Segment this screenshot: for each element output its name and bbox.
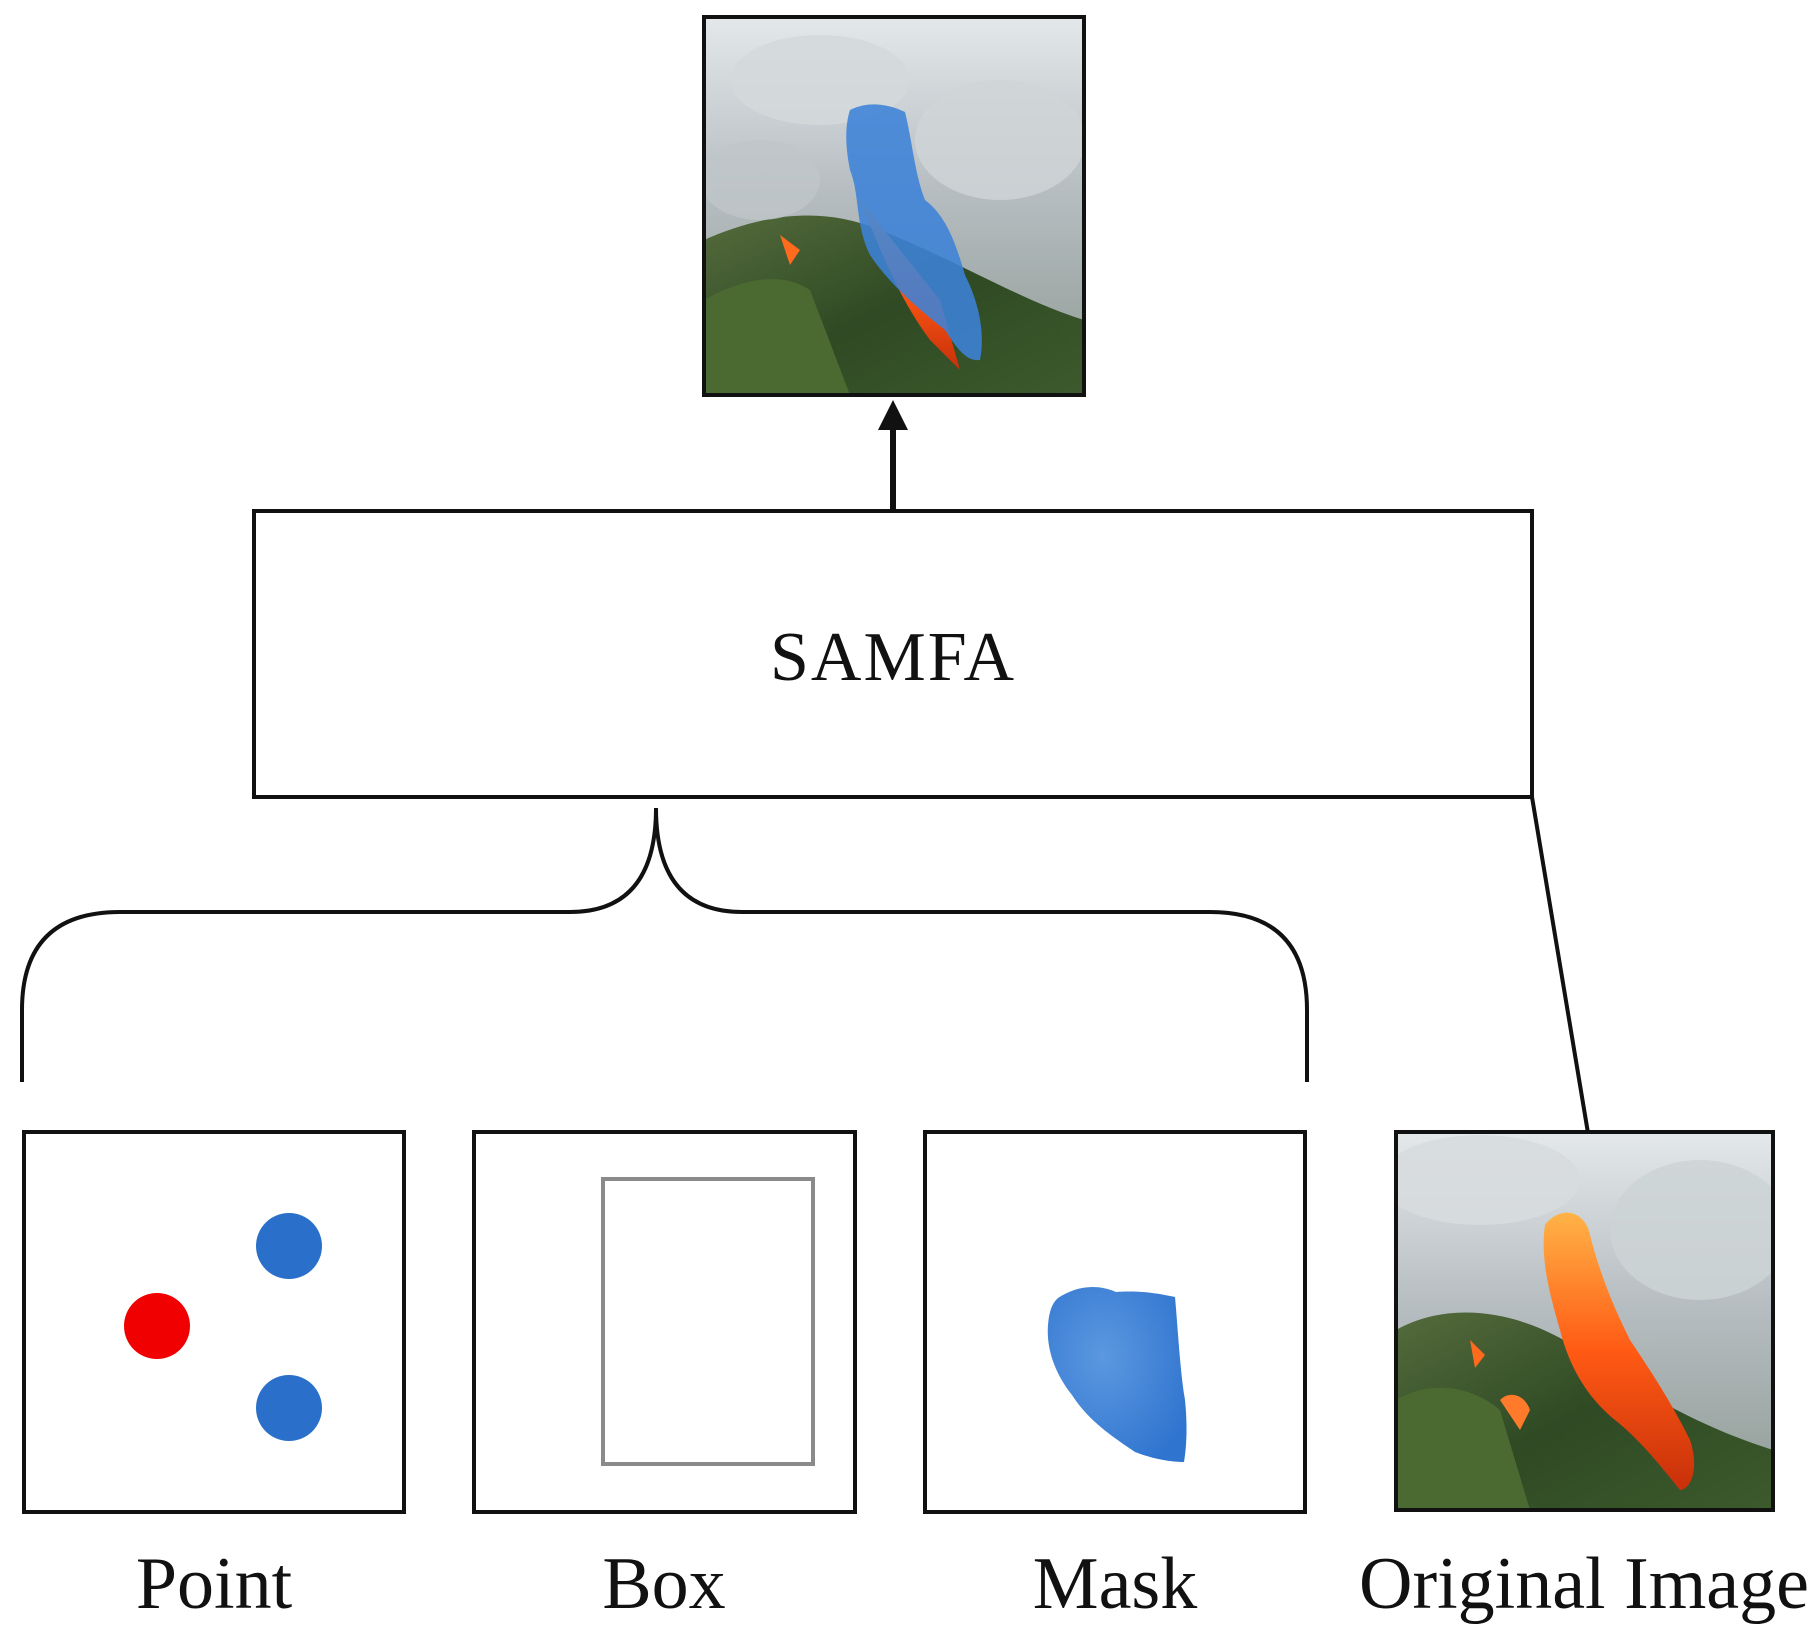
positive-point-icon [256,1213,322,1279]
original-image [1396,1132,1773,1510]
arrow-head-icon [878,400,908,430]
bounding-box-icon [601,1177,815,1466]
output-segmentation-image [704,17,1084,395]
model-name: SAMFA [770,619,1016,696]
negative-point-icon [124,1293,190,1359]
mask-shape-icon [1047,1287,1187,1462]
positive-point-icon [256,1375,322,1441]
prompt-brace [20,807,1309,1082]
box-prompt-panel [472,1130,857,1514]
image-connector-line [1530,796,1590,1134]
point-label: Point [136,1543,293,1625]
fire-region [1543,1212,1695,1490]
mask-label: Mask [1033,1543,1197,1625]
original-image-frame [1394,1130,1775,1512]
original-image-label: Original Image [1359,1543,1809,1625]
point-prompt-panel [22,1130,406,1514]
mask-prompt-panel [923,1130,1307,1514]
segmentation-mask-overlay [846,104,982,361]
box-label: Box [602,1543,725,1625]
output-image-frame [702,15,1086,397]
model-box: SAMFA [252,509,1534,799]
output-arrow [878,400,908,510]
